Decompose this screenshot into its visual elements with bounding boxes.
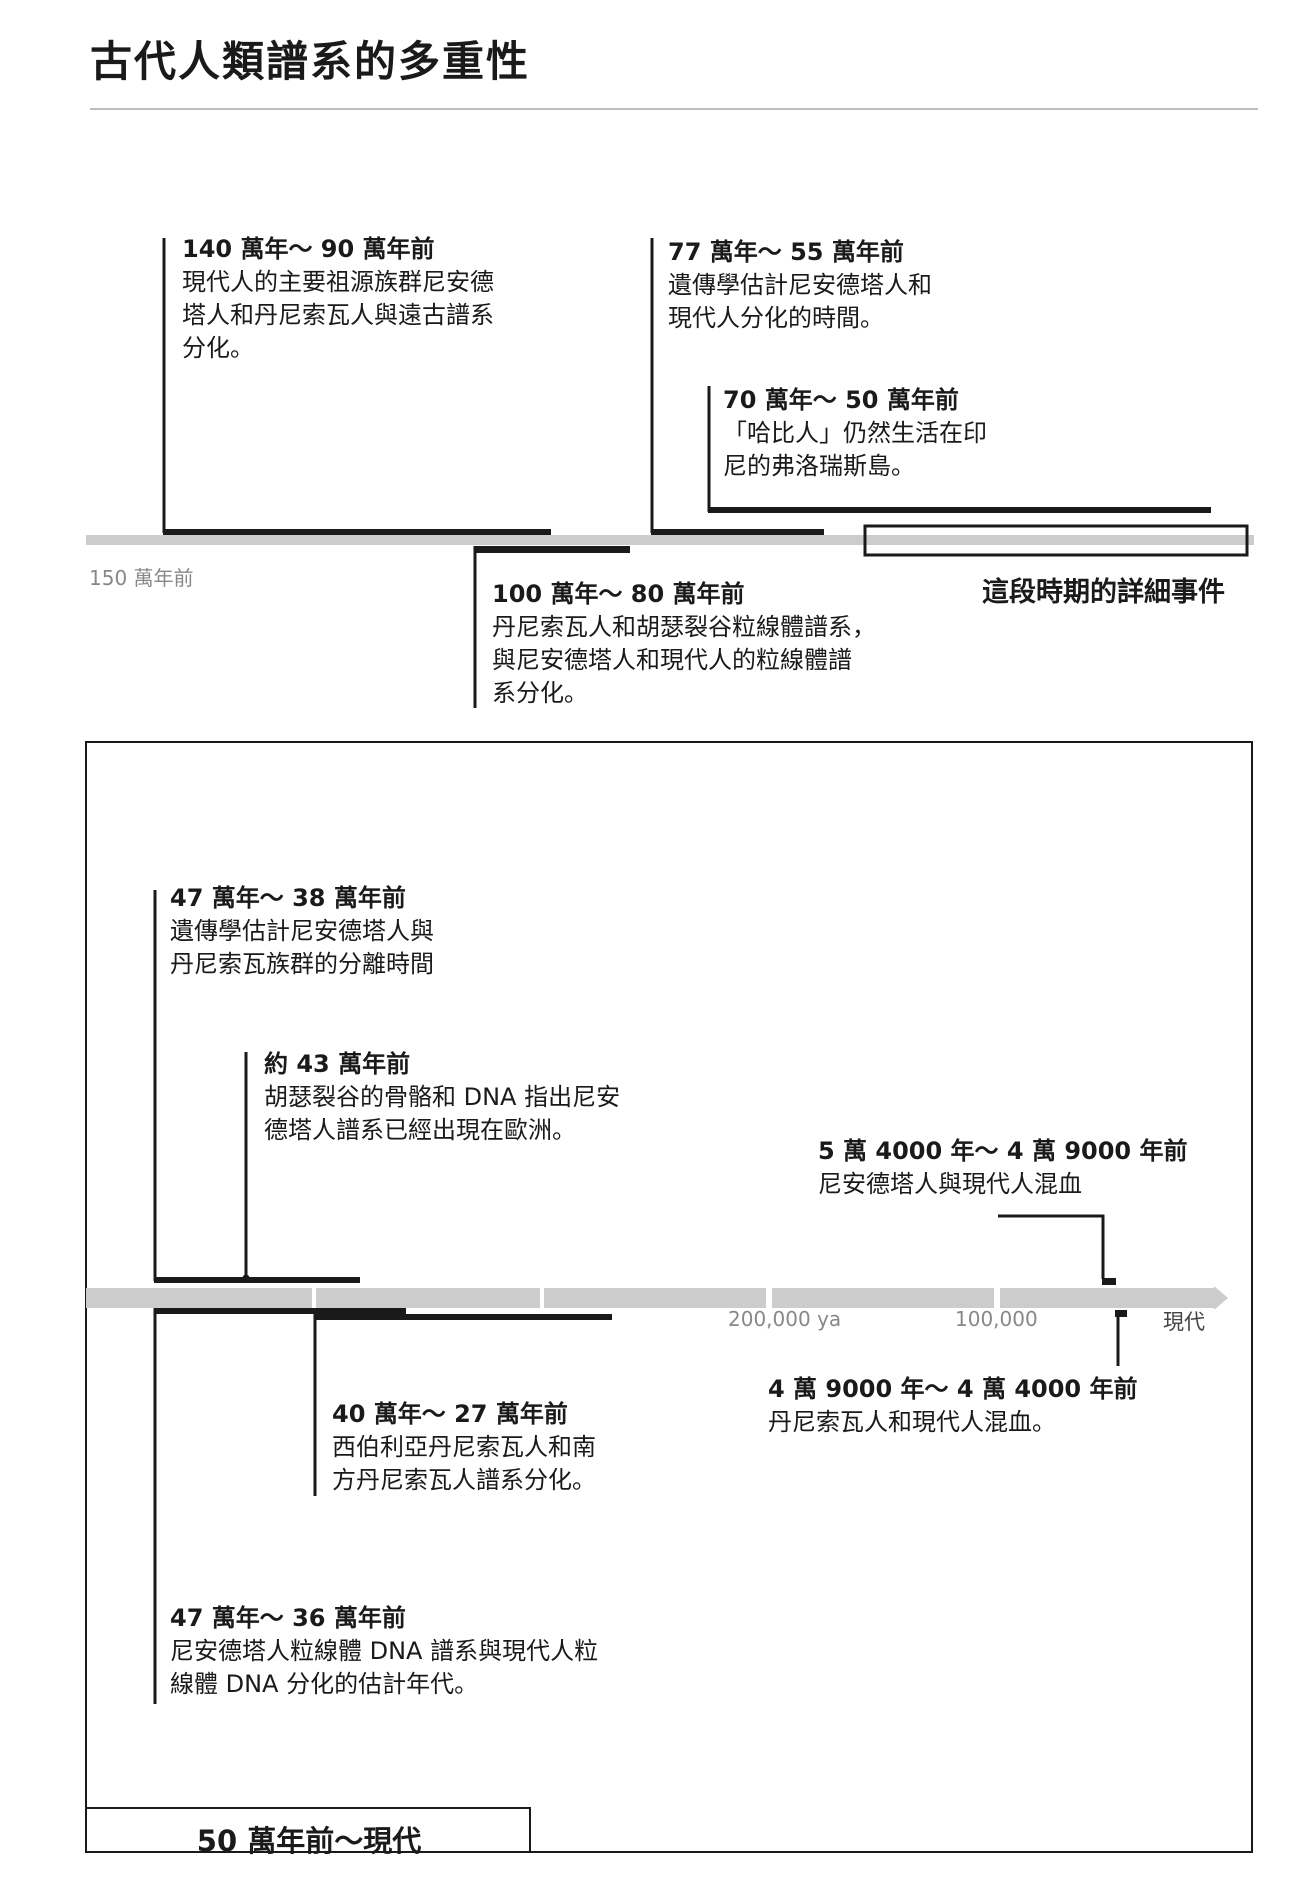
range-bar [1102,1278,1116,1285]
period-label-box [85,1807,531,1853]
range-bar [154,1277,360,1283]
timeline-segment [1000,1288,1214,1308]
range-bar [651,529,824,535]
event-text: 丹尼索瓦人和現代人混血。 [768,1408,1056,1436]
timeline-segment [86,1288,312,1308]
event-text: 現代人分化的時間。 [668,304,884,332]
page-title: 古代人類譜系的多重性 [90,37,531,86]
event-text: 丹尼索瓦族群的分離時間 [170,950,434,978]
event-49k-44k: 4 萬 9000 年～ 4 萬 4000 年前 丹尼索瓦人和現代人混血。 [768,1373,1137,1439]
event-date: 5 萬 4000 年～ 4 萬 9000 年前 [818,1137,1188,1165]
detail-range-box [863,524,1249,557]
event-text: 與尼安德塔人和現代人的粒線體譜 [492,646,852,674]
event-54k-49k: 5 萬 4000 年～ 4 萬 9000 年前 尼安德塔人與現代人混血 [818,1135,1187,1201]
event-about-43: 約 43 萬年前 胡瑟裂谷的骨骼和 DNA 指出尼安 德塔人譜系已經出現在歐洲。 [264,1048,620,1147]
event-text: 遺傳學估計尼安德塔人和 [668,271,932,299]
present-label: 現代 [1163,1310,1205,1334]
event-100-80: 100 萬年～ 80 萬年前 丹尼索瓦人和胡瑟裂谷粒線體譜系， 與尼安德塔人和現… [492,578,876,710]
event-text: 德塔人譜系已經出現在歐洲。 [264,1116,576,1144]
event-date: 77 萬年～ 55 萬年前 [668,238,904,266]
event-text: 尼安德塔人粒線體 DNA 譜系與現代人粒 [170,1637,599,1665]
title-divider [90,108,1258,110]
range-bar [154,1308,406,1314]
event-text: 塔人和丹尼索瓦人與遠古譜系 [182,301,494,329]
event-text: 線體 DNA 分化的估計年代。 [170,1670,479,1698]
event-date: 4 萬 9000 年～ 4 萬 4000 年前 [768,1375,1138,1403]
range-bar [314,1314,612,1320]
period-label: 50 萬年前～現代 [196,1824,422,1858]
event-date: 47 萬年～ 38 萬年前 [170,884,406,912]
event-40-27: 40 萬年～ 27 萬年前 西伯利亞丹尼索瓦人和南 方丹尼索瓦人譜系分化。 [332,1398,596,1497]
event-text: 尼安德塔人與現代人混血 [818,1170,1082,1198]
event-text: 西伯利亞丹尼索瓦人和南 [332,1433,596,1461]
range-bar [708,507,1211,513]
tick-label-100000: 100,000 [955,1307,1038,1331]
event-text: 現代人的主要祖源族群尼安德 [182,268,494,296]
tick-label-200000: 200,000 ya [728,1307,842,1331]
event-date: 70 萬年～ 50 萬年前 [723,386,959,414]
timeline-segment [316,1288,540,1308]
upper-timeline-bar [86,535,1254,545]
event-text: 胡瑟裂谷的骨骼和 DNA 指出尼安 [264,1083,621,1111]
timeline-arrowhead [1214,1286,1228,1310]
event-77-55: 77 萬年～ 55 萬年前 遺傳學估計尼安德塔人和 現代人分化的時間。 [668,236,932,335]
event-text: 系分化。 [492,679,588,707]
point-marker [242,1274,250,1282]
event-date: 140 萬年～ 90 萬年前 [182,235,435,263]
range-bar [1115,1310,1127,1317]
event-70-50: 70 萬年～ 50 萬年前 「哈比人」仍然生活在印 尼的弗洛瑞斯島。 [723,384,987,483]
range-bar [474,546,630,553]
event-text: 尼的弗洛瑞斯島。 [723,452,915,480]
event-connector [998,1214,1105,1279]
event-text: 方丹尼索瓦人譜系分化。 [332,1466,596,1494]
timeline-segment [544,1288,766,1308]
event-text: 分化。 [182,334,254,362]
event-date: 47 萬年～ 36 萬年前 [170,1604,406,1632]
event-text: 丹尼索瓦人和胡瑟裂谷粒線體譜系， [492,613,876,641]
event-date: 40 萬年～ 27 萬年前 [332,1400,568,1428]
event-text: 「哈比人」仍然生活在印 [723,419,987,447]
event-date: 約 43 萬年前 [264,1050,411,1078]
event-140-90: 140 萬年～ 90 萬年前 現代人的主要祖源族群尼安德 塔人和丹尼索瓦人與遠古… [182,233,494,365]
event-47-38: 47 萬年～ 38 萬年前 遺傳學估計尼安德塔人與 丹尼索瓦族群的分離時間 [170,882,434,981]
event-text: 遺傳學估計尼安德塔人與 [170,917,434,945]
range-bar [163,529,551,535]
event-47-36: 47 萬年～ 36 萬年前 尼安德塔人粒線體 DNA 譜系與現代人粒 線體 DN… [170,1602,598,1701]
upper-start-label: 150 萬年前 [89,566,194,590]
event-date: 100 萬年～ 80 萬年前 [492,580,745,608]
detail-events-label: 這段時期的詳細事件 [982,577,1225,608]
timeline-segment [772,1288,994,1308]
